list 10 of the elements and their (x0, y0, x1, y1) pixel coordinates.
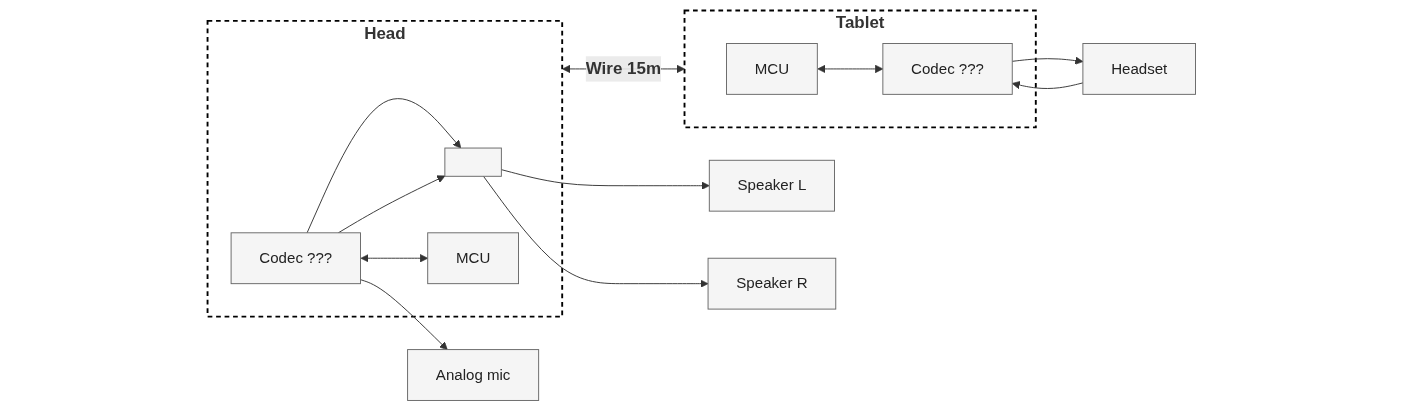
node-box (444, 147, 503, 177)
node-box: Codec ??? (882, 42, 1014, 95)
node-box: MCU (726, 42, 819, 95)
edge-label: Wire 15m (586, 58, 662, 78)
node-box: Analog mic (407, 348, 540, 401)
node-box: Codec ??? (231, 231, 362, 284)
node-box: Headset (1082, 42, 1197, 95)
node-box: Speaker L (709, 159, 836, 212)
node-box: MCU (427, 231, 520, 284)
node-box: Speaker R (708, 257, 837, 310)
